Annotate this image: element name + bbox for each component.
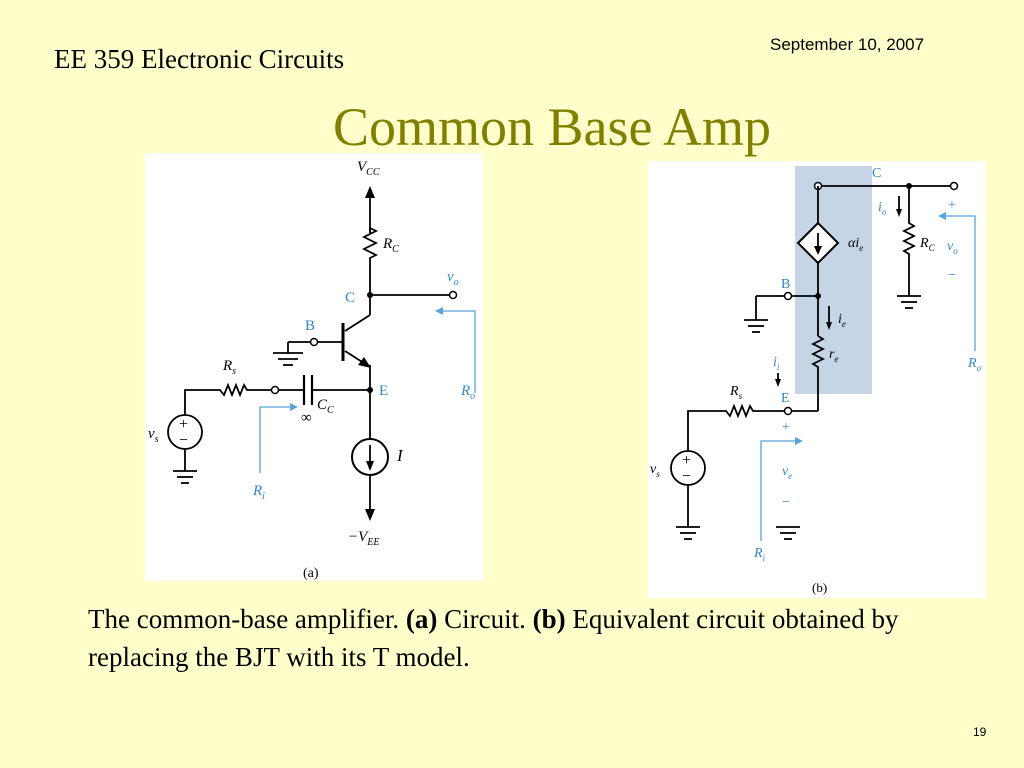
vs-minus-b: − — [682, 468, 691, 485]
figure-b-circuit: C io αie RC + vo − Ro B ie re ii E Rs + — [648, 161, 986, 598]
ie-arrowhead — [826, 322, 832, 330]
vo-plus: + — [948, 198, 956, 213]
rs-label-b: Rs — [729, 384, 743, 401]
node-c-label: C — [345, 290, 355, 306]
caption-part-a: (a) — [405, 604, 438, 634]
rc-resistor — [361, 226, 379, 295]
ii-arrowhead — [775, 379, 781, 387]
collector-lead — [344, 314, 371, 332]
vo-label-b: vo — [947, 239, 958, 256]
ro-arrow-line-b — [943, 215, 976, 351]
figure-b-label: (b) — [812, 580, 827, 595]
i-label: I — [396, 446, 404, 465]
re-resistor — [810, 335, 826, 411]
output-terminal — [448, 290, 458, 300]
ri-arrowhead — [290, 403, 298, 411]
rc-resistor-b — [901, 186, 917, 296]
ve-label: ve — [782, 464, 792, 481]
vee-label: −VEE — [348, 529, 380, 548]
current-source-arrowhead — [366, 461, 374, 471]
base-terminal — [309, 337, 319, 347]
ve-plus: + — [782, 420, 790, 435]
node-b-label-b: B — [781, 277, 790, 292]
caption-text-2: Circuit. — [437, 604, 533, 634]
vo-label: vo — [447, 269, 459, 288]
ri-label: Ri — [252, 483, 265, 502]
caption-text-1: The common-base amplifier. — [88, 604, 406, 634]
b-terminal — [783, 291, 793, 301]
vs-minus: − — [179, 432, 188, 449]
node-c-label-b: C — [872, 166, 881, 181]
dep-source-arrowhead — [814, 246, 822, 255]
vs-label: vs — [148, 426, 159, 445]
emitter-arrow — [358, 357, 371, 368]
cc-label: CC — [317, 397, 334, 416]
caption-part-b: (b) — [532, 604, 566, 634]
rc-label-b: RC — [919, 236, 936, 253]
figure-caption: The common-base amplifier. (a) Circuit. … — [88, 600, 908, 676]
re-label: re — [829, 347, 838, 364]
io-label: io — [878, 200, 887, 217]
ro-label-b: Ro — [967, 356, 982, 373]
node-e-label-b: E — [781, 391, 790, 406]
ro-arrow-line — [440, 310, 476, 393]
ro-arrowhead-b — [938, 212, 946, 220]
ve-minus: − — [782, 495, 790, 510]
node-e-label: E — [379, 383, 388, 399]
vs-plus-b: + — [682, 452, 691, 469]
node-b-label: B — [305, 318, 315, 334]
figure-a-label: (a) — [303, 566, 319, 581]
e-terminal — [783, 406, 793, 416]
ri-arrow-line-b — [760, 440, 798, 541]
rc-label: RC — [382, 236, 399, 255]
rs-label: Rs — [222, 358, 236, 377]
rs-resistor — [184, 382, 271, 415]
vo-terminal — [949, 181, 959, 191]
ri-label-b: Ri — [753, 546, 766, 563]
vcc-label: VCC — [357, 159, 380, 178]
b-junction — [815, 293, 821, 299]
vs-label-b: vs — [650, 462, 660, 479]
course-title: EE 359 Electronic Circuits — [54, 44, 345, 74]
t-model-highlight — [795, 166, 872, 394]
infinity-label: ∞ — [301, 410, 312, 426]
io-arrowhead — [896, 209, 902, 217]
figure-a-svg: VCC RC C vo Ro B E CC ∞ Ri Rs + − vs — [148, 159, 476, 581]
ri-arrowhead-b — [795, 437, 803, 445]
ri-arrow-line — [259, 406, 293, 473]
alpha-ie-label: αie — [848, 236, 863, 253]
vcc-arrow — [365, 186, 375, 198]
figure-a-circuit: VCC RC C vo Ro B E CC ∞ Ri Rs + − vs — [145, 153, 483, 581]
caption-text-3: Equivalent circuit obtained by replacing… — [88, 604, 899, 672]
ro-arrowhead — [435, 307, 443, 315]
vee-arrow — [365, 509, 375, 521]
ie-label: ie — [838, 312, 846, 329]
slide-date: September 10, 2007 — [770, 35, 925, 54]
vs-plus: + — [179, 416, 188, 433]
ii-label: ii — [773, 355, 780, 372]
ro-label: Ro — [460, 383, 475, 402]
figure-b-svg: C io αie RC + vo − Ro B ie re ii E Rs + — [650, 166, 982, 595]
vo-minus: − — [948, 268, 956, 283]
slide-title: Common Base Amp — [332, 97, 771, 157]
rs-resistor-b — [687, 403, 784, 451]
input-terminal — [270, 385, 280, 395]
page-number: 19 — [973, 725, 987, 739]
